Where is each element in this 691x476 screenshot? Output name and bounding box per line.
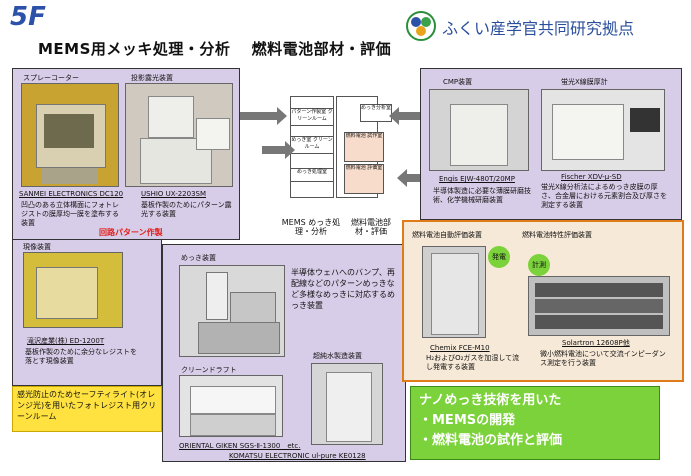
arrow-to-plating [262,141,295,159]
arrow-from-fuel [397,169,422,187]
clean-draft-label: クリーンドラフト [181,366,237,374]
measurement-badge: 計測 [528,254,550,276]
sanmei-caption: SANMEI ELECTRONICS DC120 [19,190,124,198]
floor-label: 5F [10,2,46,32]
summary-box: ナノめっき技術を用いた ・MEMSの開発 ・燃料電池の試作と評価 [410,386,660,460]
takizawa-caption: 滝沢産業(株) ED-1200T [27,337,105,345]
solartron-caption: Solartron 12608P他 [562,339,630,347]
page-title: MEMS用メッキ処理・分析 燃料電池部材・評価 [38,40,392,58]
photoresist-panel: スプレーコーター 投影露光装置 SANMEI ELECTRONICS DC120… [12,68,240,240]
developer-panel: 現像装置 滝沢産業(株) ED-1200T 基板作製のために余分なレジストを落と… [12,240,162,386]
solartron-photo [528,276,670,336]
auto-device-label: 燃料電池自動評価装置 [412,231,482,239]
summary-line-1: ナノめっき技術を用いた [419,393,562,408]
clean-room-note: 感光防止のためセーフティライト(オレンジ光)を用いたフォトレジスト用クリーンルー… [12,386,162,432]
spray-coater-photo [21,83,119,187]
komatsu-caption: KOMATSU ELECTRONIC ul-pure KE0128 [229,452,366,460]
fuel-cell-panel: 燃料電池自動評価装置 燃料電池特性評価装置 発電 計測 Chemix FCE-M… [402,220,684,382]
logo-icon [406,11,436,41]
room-plating-clean: めっき室 クリーンルーム [290,136,334,154]
room-plating-analysis: めっき分析室 [360,104,392,122]
char-device-label: 燃料電池特性評価装置 [522,231,592,239]
cmp-photo [429,89,529,171]
fluoro-photo [541,89,665,171]
developer-photo [23,252,123,328]
developer-description: 基板作製のために余分なレジストを落とす現像装置 [25,348,137,365]
fuel-area-label: 燃料電池部材・評価 [351,218,391,236]
plating-panel: めっき装置 半導体ウェハへのバンプ、再配線などのパターンめっきなど多様なめっきに… [162,244,406,462]
fischer-caption: Fischer XDV-μ-SD [561,173,622,181]
cmp-description: 半導体製造に必要な薄膜研磨技術、化学機械研磨装置 [433,187,531,204]
arrow-from-analysis [389,107,422,125]
summary-line-3: ・燃料電池の試作と評価 [419,433,563,448]
analysis-panel: CMP装置 蛍光X線膜厚計 Engis EJW-480T/20MP Fische… [420,68,682,220]
mems-area-label: MEMS めっき処理・分析 [281,218,341,236]
summary-line-2: ・MEMSの開発 [419,413,516,428]
arrow-to-pattern-room [240,107,287,125]
logo-text: ふくい産学官共同研究拠点 [442,19,635,38]
spray-coater-label: スプレーコーター [23,74,79,82]
chemix-photo [422,246,486,338]
ultrapure-label: 超純水製造装置 [313,352,362,360]
cmp-label: CMP装置 [443,78,473,86]
engis-caption: Engis EJW-480T/20MP [439,175,515,183]
generation-badge: 発電 [488,246,510,268]
projection-exposure-label: 投影露光装置 [131,74,173,82]
oriental-caption: ORIENTAL GIKEN SGS-Ⅱ-1300 etc. [179,442,301,450]
exposure-description: 基板作製のためにパターン露光する装置 [141,201,232,218]
chemix-caption: Chemix FCE-M10 [430,344,490,352]
plating-description: 半導体ウェハへのバンプ、再配線などのパターンめっきなど多様なめっきに対応するめっ… [291,268,395,310]
plating-device-photo [179,265,285,357]
exposure-device-photo [125,83,233,187]
room-plating: めっき処理室 [290,168,334,182]
plating-device-label: めっき装置 [181,254,216,262]
room-fuel-eval: 燃料電池 評価室 [344,164,384,194]
solartron-description: 微小燃料電池について交流インピーダンス測定を行う装置 [540,350,666,367]
chemix-description: H₂およびO₂ガスを加湿して流し発電する装置 [426,354,520,371]
spray-coater-description: 凹凸のある立体構面にフォトレジストの膜厚均一膜を塗布する装置 [21,201,119,227]
room-pattern: パターン作製室 クリーンルーム [290,108,334,126]
ushio-caption: USHIO UX-2203SM [141,190,207,198]
fischer-description: 蛍光X線分析法によるめっき皮膜の厚さ、合金層における元素割合及び厚さを測定する装… [541,183,667,209]
circuit-pattern-label: 回路パターン作製 [99,228,163,237]
developer-label: 現像装置 [23,243,51,251]
clean-draft-photo [179,375,283,437]
fluoro-label: 蛍光X線膜厚計 [561,78,608,86]
floor-plan: パターン作製室 クリーンルーム めっき室 クリーンルーム めっき処理室 めっき分… [276,96,402,236]
institution-logo: ふくい産学官共同研究拠点 [404,10,684,42]
room-fuel-trial: 燃料電池 試作室 [344,132,384,162]
ultrapure-photo [311,363,383,445]
